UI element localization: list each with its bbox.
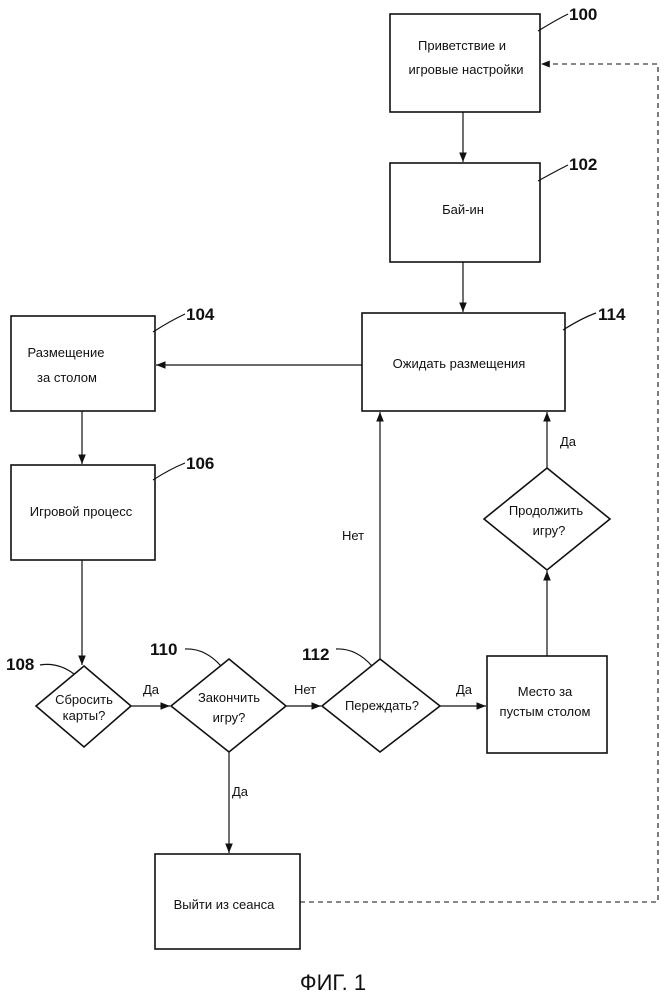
- ref-leader-112: [336, 649, 372, 666]
- edge-label-yes-112: Да: [456, 682, 473, 697]
- diamond-end-game: [171, 659, 286, 752]
- ref-leader-106: [153, 463, 185, 480]
- box-seating-line1: Размещение: [28, 345, 105, 360]
- ref-leader-108: [40, 664, 74, 674]
- ref-114: 114: [598, 305, 626, 324]
- edge-label-yes-108: Да: [143, 682, 160, 697]
- diamond-continue-line1: Продолжить: [509, 503, 584, 518]
- ref-leader-114: [563, 313, 596, 330]
- diamond-fold-line1: Сбросить: [55, 692, 113, 707]
- edge-label-no-112: Нет: [342, 528, 364, 543]
- diamond-wait-out-label: Переждать?: [345, 698, 419, 713]
- ref-leader-110: [185, 649, 221, 666]
- ref-100: 100: [569, 5, 597, 24]
- diamond-end-game-line2: игру?: [213, 710, 246, 725]
- edge-label-no-110: Нет: [294, 682, 316, 697]
- box-empty-seat-line2: пустым столом: [500, 704, 591, 719]
- ref-110: 110: [150, 640, 177, 659]
- box-exit-session-label: Выйти из сеанса: [174, 897, 276, 912]
- diamond-continue-line2: игру?: [533, 523, 566, 538]
- box-seating-line2: за столом: [37, 370, 97, 385]
- diamond-continue: [484, 468, 610, 570]
- box-greeting-line1: Приветствие и: [418, 38, 506, 53]
- edge-label-yes-110: Да: [232, 784, 249, 799]
- box-greeting-line2: игровые настройки: [408, 62, 523, 77]
- ref-leader-102: [538, 165, 568, 181]
- ref-104: 104: [186, 305, 215, 324]
- diamond-fold-line2: карты?: [63, 708, 106, 723]
- diamond-end-game-line1: Закончить: [198, 690, 260, 705]
- ref-112: 112: [302, 645, 329, 664]
- box-gameplay-label: Игровой процесс: [30, 504, 133, 519]
- ref-108: 108: [6, 655, 34, 674]
- edge-label-yes-continue: Да: [560, 434, 577, 449]
- box-buyin-label: Бай-ин: [442, 202, 484, 217]
- box-empty-seat-line1: Место за: [518, 684, 573, 699]
- box-seating: [11, 316, 155, 411]
- ref-102: 102: [569, 155, 597, 174]
- ref-leader-104: [153, 314, 185, 332]
- ref-106: 106: [186, 454, 214, 473]
- ref-leader-100: [538, 14, 568, 31]
- box-wait-seating-label: Ожидать размещения: [393, 356, 526, 371]
- figure-caption: ФИГ. 1: [300, 970, 366, 995]
